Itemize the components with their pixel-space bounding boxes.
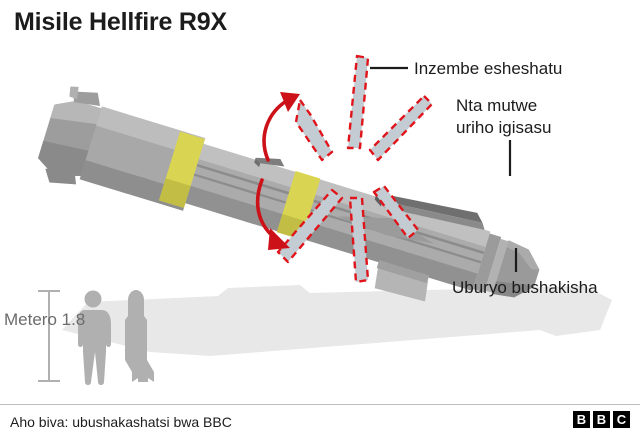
ventral-block [374, 260, 429, 302]
nose-collars [472, 233, 509, 293]
blade-1 [294, 98, 334, 162]
dimension-bar [38, 290, 60, 382]
callout-no-warhead: Nta mutwe uriho igisasu [456, 95, 636, 139]
missile-silhouette [125, 290, 154, 382]
bbc-logo-block-2: B [593, 411, 610, 428]
source-attribution: Aho biva: ubushakashatsi bwa BBC [10, 414, 232, 430]
bbc-logo-block-1: B [573, 411, 590, 428]
missile-shadow [62, 285, 612, 356]
blade-5 [348, 196, 370, 284]
callout-no-warhead-line2: uriho igisasu [456, 118, 552, 137]
blade-6 [372, 184, 420, 240]
human-silhouette [78, 290, 111, 385]
dorsal-lug-rear [254, 157, 285, 168]
callout-seeker: Uburyo bushakisha [452, 278, 598, 297]
missile-illustration [38, 54, 612, 385]
blade-2 [346, 54, 370, 150]
bbc-logo: B B C [573, 411, 630, 428]
scale-comparison [38, 290, 154, 385]
scale-measure-label: Metero 1.8 [4, 310, 86, 329]
footer: Aho biva: ubushakashatsi bwa BBC B B C [0, 404, 640, 435]
missile-tail [38, 86, 104, 185]
blade-4 [276, 188, 344, 264]
yellow-band-rear [158, 131, 205, 208]
blade-group [276, 54, 434, 284]
bbc-logo-block-3: C [613, 411, 630, 428]
callout-blades: Inzembe esheshatu [414, 59, 563, 78]
rotation-arrow-down [255, 178, 290, 250]
blade-3 [368, 94, 434, 162]
rotation-arrow-up [262, 92, 300, 162]
callout-no-warhead-line1: Nta mutwe [456, 96, 538, 115]
page-title: Misile Hellfire R9X [14, 8, 227, 36]
